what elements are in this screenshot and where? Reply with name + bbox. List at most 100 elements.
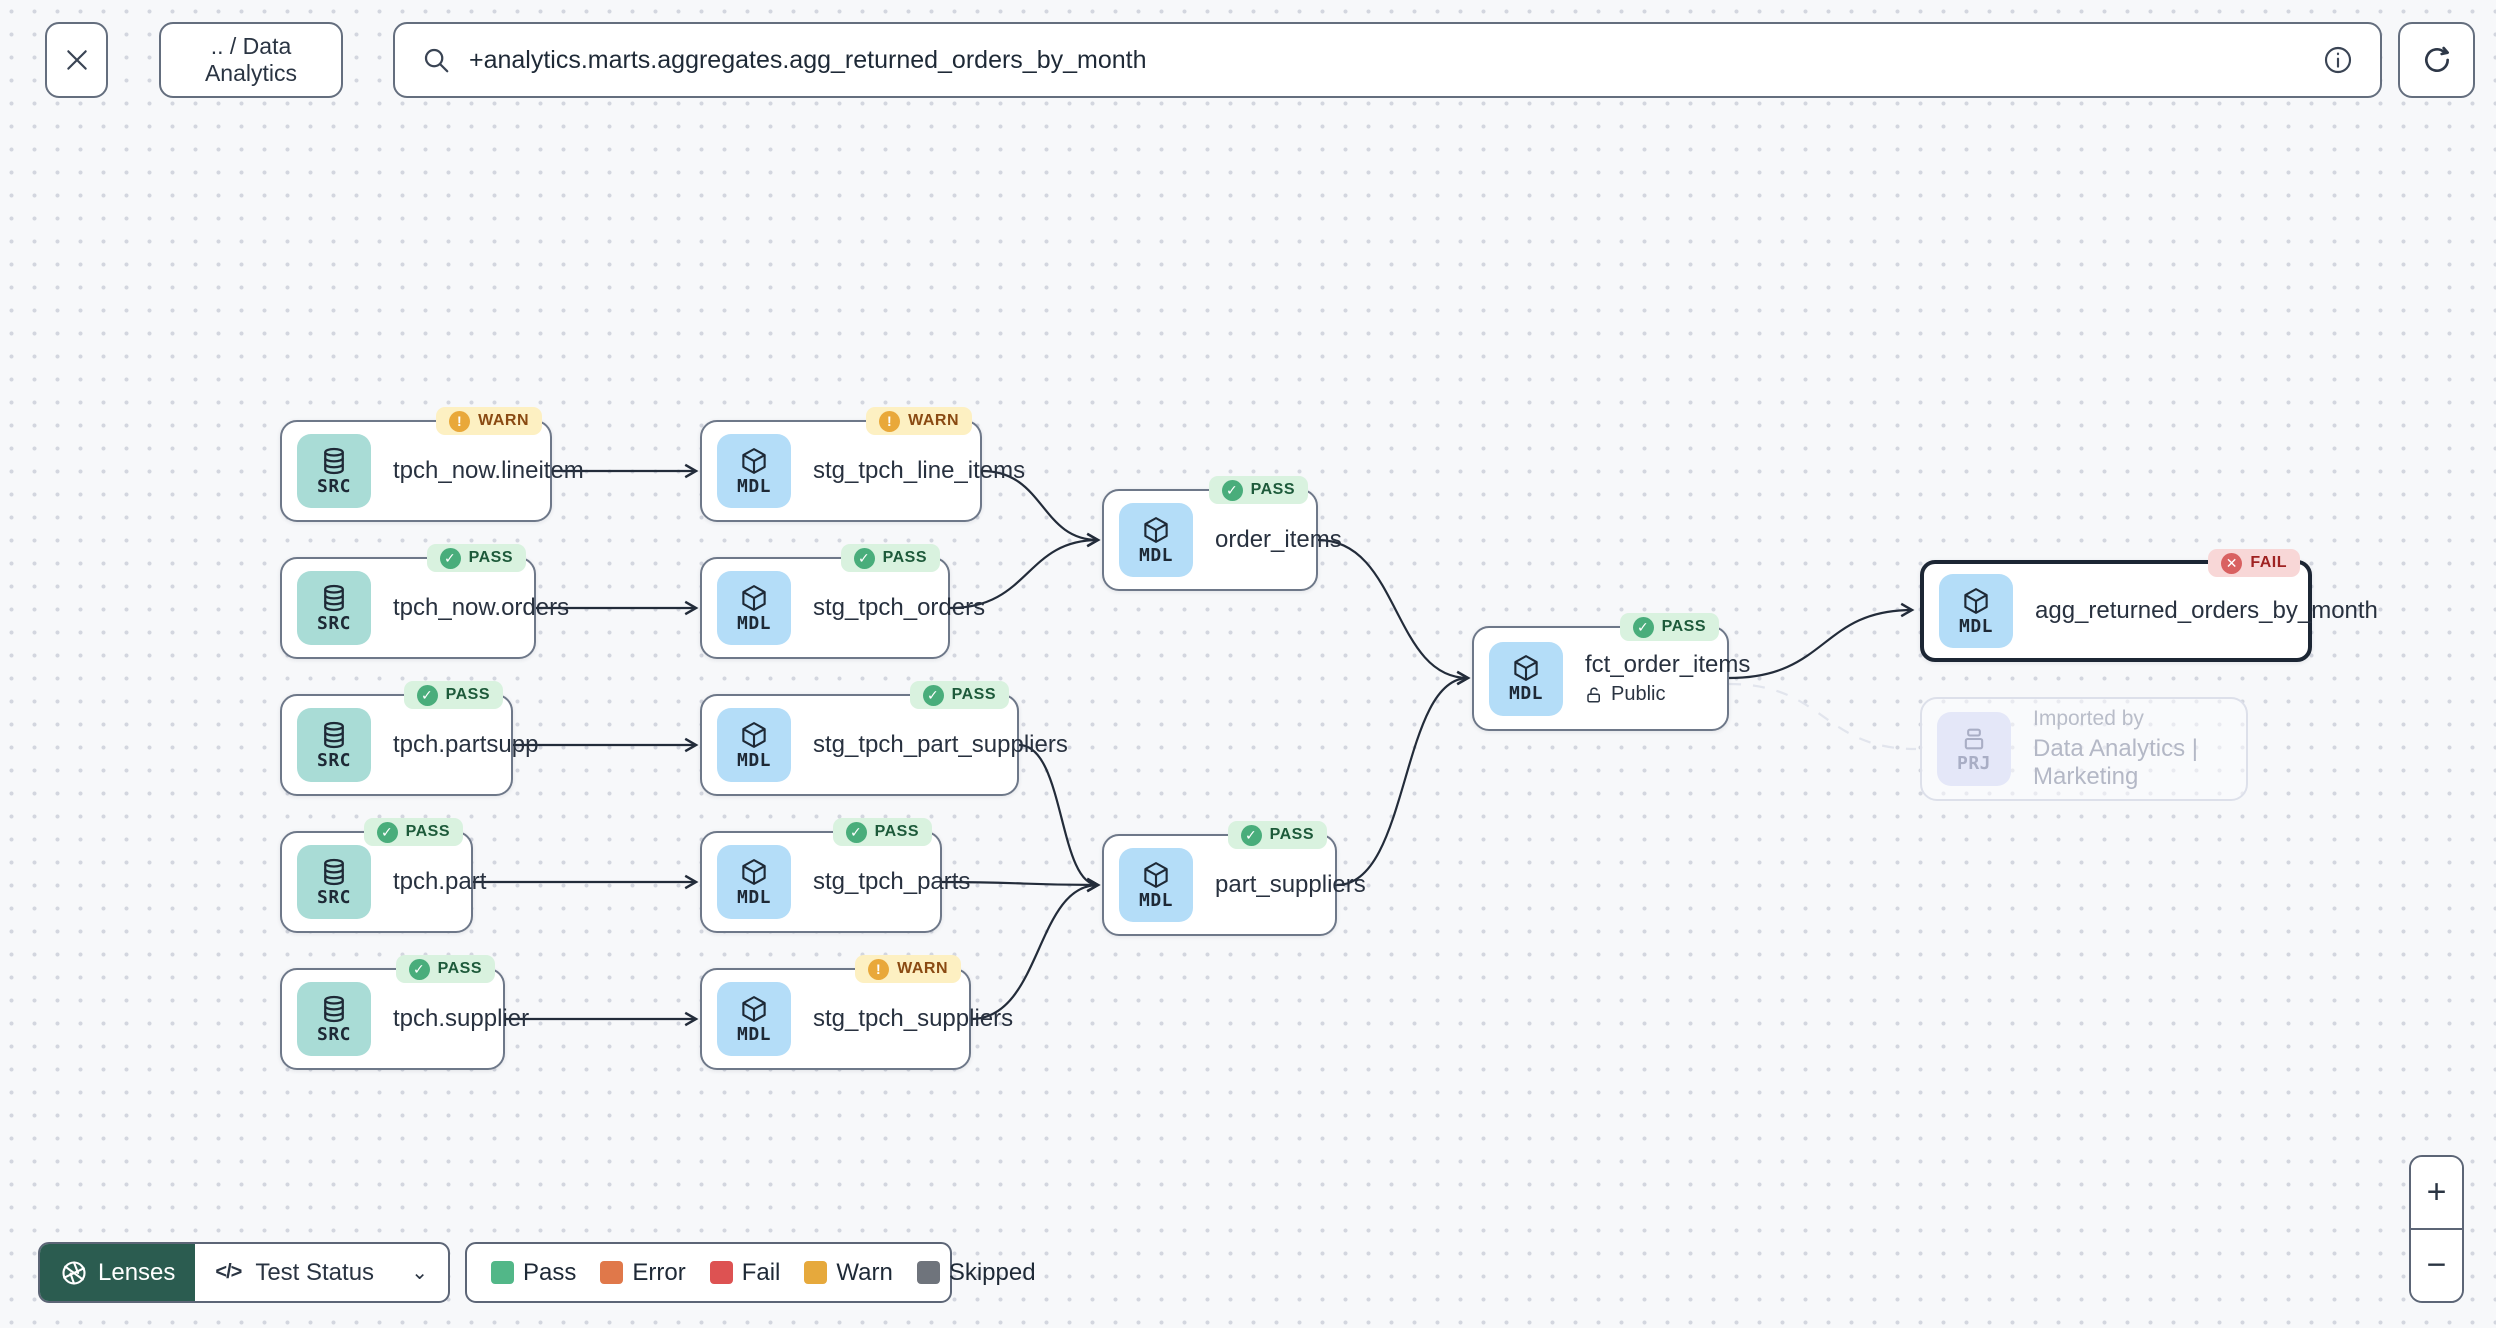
imported-by-label: Imported by [2033, 707, 2144, 730]
status-badge: !WARN [436, 407, 542, 435]
node-label: tpch.supplier [393, 1005, 530, 1032]
zoom-out-button[interactable]: − [2411, 1230, 2462, 1301]
pass-swatch [491, 1261, 514, 1284]
node-tpch-now-lineitem[interactable]: !WARN SRC tpch_now.lineitem [280, 407, 584, 522]
status-badge: ✓PASS [395, 955, 495, 983]
node-label: stg_tpch_part_suppliers [813, 731, 1068, 758]
cube-icon [1514, 655, 1538, 681]
status-badge: ✕FAIL [2208, 549, 2300, 577]
source-chip: SRC [297, 845, 371, 919]
source-chip: SRC [297, 571, 371, 645]
zoom-in-button[interactable]: + [2411, 1157, 2462, 1230]
status-badge: ✓PASS [840, 544, 940, 572]
check-icon: ✓ [376, 821, 398, 843]
lens-selector[interactable]: </> Test Status ⌄ [195, 1244, 448, 1301]
zoom-controls: + − [2409, 1155, 2464, 1303]
lock-open-icon [1587, 687, 1600, 702]
database-icon [324, 858, 344, 885]
model-chip: MDL [717, 708, 791, 782]
source-chip: SRC [297, 982, 371, 1056]
breadcrumb-label: .. / Data Analytics [204, 33, 298, 86]
node-tpch-now-orders[interactable]: ✓PASS SRC tpch_now.orders [280, 544, 569, 659]
node-stg-tpch-part-suppliers[interactable]: ✓PASS MDL stg_tpch_part_suppliers [700, 681, 1068, 796]
check-icon: ✓ [845, 821, 867, 843]
node-label: stg_tpch_line_items [813, 457, 1026, 484]
check-icon: ✓ [1240, 824, 1262, 846]
cube-icon [742, 858, 766, 885]
lenses-control: Lenses </> Test Status ⌄ [38, 1242, 450, 1303]
node-stg-tpch-suppliers[interactable]: !WARN MDL stg_tpch_suppliers [700, 955, 1013, 1070]
source-chip: SRC [297, 434, 371, 508]
check-icon: ✓ [1221, 479, 1243, 501]
node-order-items[interactable]: ✓PASS MDL order_items [1102, 476, 1342, 591]
model-chip: MDL [1939, 574, 2013, 648]
cube-icon [1964, 587, 1988, 614]
imported-by-project-name: Data Analytics | Marketing [2033, 735, 2198, 790]
fail-icon: ✕ [2221, 552, 2243, 574]
cube-icon [742, 721, 766, 748]
node-label: tpch.partsupp [393, 731, 539, 758]
search-bar[interactable] [393, 22, 2382, 98]
model-chip: MDL [1119, 503, 1193, 577]
node-stg-tpch-parts[interactable]: ✓PASS MDL stg_tpch_parts [700, 818, 970, 933]
cube-icon [1144, 861, 1168, 888]
model-chip: MDL [717, 982, 791, 1056]
warn-swatch [804, 1261, 828, 1284]
status-badge: ✓PASS [1208, 476, 1308, 504]
cube-icon [742, 995, 766, 1022]
legend-item-warn: Warn [804, 1259, 893, 1287]
node-label: stg_tpch_suppliers [813, 1005, 1014, 1032]
node-label: tpch_now.lineitem [393, 457, 584, 484]
node-label: stg_tpch_parts [813, 868, 971, 895]
aperture-icon [62, 1260, 86, 1285]
refresh-button[interactable] [2398, 22, 2475, 98]
database-icon [324, 995, 344, 1022]
node-label: stg_tpch_orders [813, 594, 986, 621]
database-icon [324, 447, 344, 474]
chevron-down-icon: ⌄ [411, 1262, 428, 1284]
status-badge: ✓PASS [403, 681, 503, 709]
warn-icon: ! [868, 958, 890, 980]
code-icon: </> [215, 1261, 242, 1283]
model-chip: MDL [717, 845, 791, 919]
node-tpch-supplier[interactable]: ✓PASS SRC tpch.supplier [280, 955, 529, 1070]
node-label: part_suppliers [1215, 871, 1366, 898]
node-stg-tpch-line-items[interactable]: !WARN MDL stg_tpch_line_items [700, 407, 1025, 522]
lenses-button[interactable]: Lenses [40, 1244, 196, 1301]
search-input[interactable] [469, 45, 2304, 75]
breadcrumb[interactable]: .. / Data Analytics [159, 22, 343, 98]
archive-icon [1964, 728, 1984, 749]
status-badge: ✓PASS [426, 544, 526, 572]
cube-icon [1144, 516, 1168, 543]
node-stg-tpch-orders[interactable]: ✓PASS MDL stg_tpch_orders [700, 544, 985, 659]
node-agg-returned-orders-by-month[interactable]: ✕FAIL MDL agg_returned_orders_by_month [1920, 549, 2378, 662]
project-chip: PRJ [1937, 712, 2011, 786]
model-chip: MDL [1489, 641, 1563, 716]
node-label: order_items [1215, 526, 1342, 553]
node-imported-by-project: PRJ Imported by Data Analytics | Marketi… [1920, 697, 2248, 801]
close-icon [66, 50, 87, 70]
status-badge: ✓PASS [909, 681, 1009, 709]
node-fct-order-items[interactable]: ✓PASS MDL fct_order_items Public [1472, 613, 1750, 731]
legend-item-error: Error [600, 1259, 686, 1287]
model-chip: MDL [717, 571, 791, 645]
warn-icon: ! [879, 410, 901, 432]
close-button[interactable] [45, 22, 108, 98]
test-status-legend: Pass Error Fail Warn Skipped [465, 1242, 1036, 1303]
status-badge: !WARN [855, 955, 961, 983]
cube-icon [742, 447, 766, 474]
legend-item-pass: Pass [491, 1259, 576, 1287]
legend-item-fail: Fail [709, 1259, 780, 1287]
error-swatch [600, 1261, 624, 1284]
node-tpch-part[interactable]: ✓PASS SRC tpch.part [280, 818, 486, 933]
status-badge: ✓PASS [1619, 613, 1719, 641]
node-part-suppliers[interactable]: ✓PASS MDL part_suppliers [1102, 821, 1366, 936]
node-label: tpch.part [393, 868, 487, 895]
fail-swatch [709, 1261, 733, 1284]
search-icon [424, 48, 449, 73]
legend-item-skipped: Skipped [916, 1259, 1036, 1287]
info-icon[interactable] [2322, 44, 2354, 76]
node-tpch-partsupp[interactable]: ✓PASS SRC tpch.partsupp [280, 681, 538, 796]
database-icon [324, 584, 344, 611]
database-icon [324, 721, 344, 748]
